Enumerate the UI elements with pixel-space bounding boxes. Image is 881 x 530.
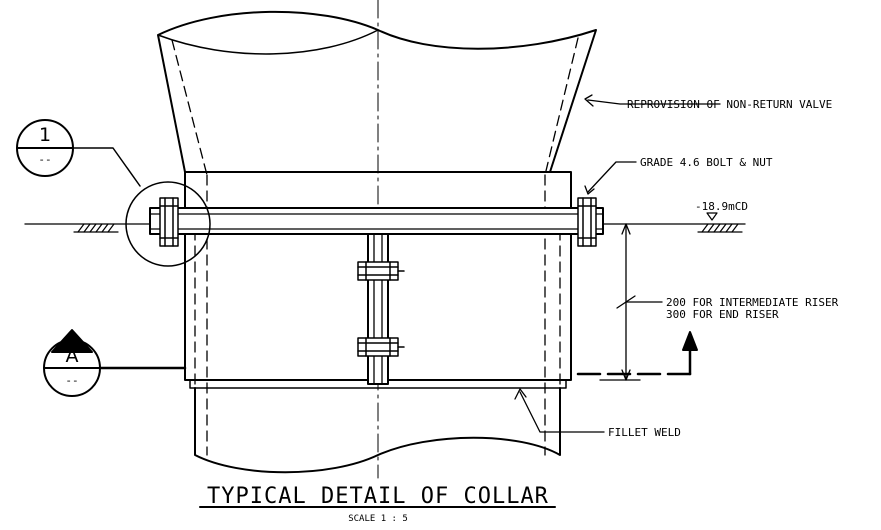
- bolt-right: [577, 197, 597, 247]
- section-letter: A: [66, 345, 79, 367]
- drawing-title: TYPICAL DETAIL OF COLLAR: [207, 484, 549, 509]
- dimension-text-1: 200 FOR INTERMEDIATE RISER: [666, 296, 839, 309]
- section-arrow-right: [682, 331, 698, 351]
- detail-sheet: --: [38, 153, 51, 166]
- section-marker-arrow: [51, 329, 93, 353]
- bolt-left: [159, 197, 179, 247]
- valve-hidden-lines: [171, 37, 579, 176]
- stiffener-bolt-upper: [357, 261, 405, 281]
- detail-number: 1: [39, 124, 51, 146]
- dimension-text-2: 300 FOR END RISER: [666, 308, 779, 321]
- bolt-leader: [587, 161, 637, 193]
- weld-leader: [519, 391, 605, 433]
- ground-hatch-left: [73, 223, 119, 233]
- ground-hatch-right: [697, 223, 743, 233]
- bolt-callout: GRADE 4.6 BOLT & NUT: [640, 156, 773, 169]
- drawing-scale: SCALE 1 : 5: [348, 514, 408, 524]
- lower-pipe-outline: [194, 387, 561, 474]
- stiffener-bolt-lower: [357, 337, 405, 357]
- detail-circle: [125, 181, 211, 267]
- upper-valve-outline: [157, 10, 597, 173]
- valve-break-line: [157, 29, 379, 55]
- flange-plate: [149, 207, 604, 235]
- level-callout: -18.9mCD: [695, 200, 748, 213]
- level-triangle: [706, 212, 718, 221]
- stiffener-plate: [367, 233, 389, 385]
- weld-callout: FILLET WELD: [608, 426, 681, 439]
- valve-leader: [587, 99, 721, 105]
- valve-callout: REPROVISION OF NON-RETURN VALVE: [627, 98, 832, 111]
- detail-leader: [72, 147, 141, 187]
- section-sheet: --: [65, 374, 78, 387]
